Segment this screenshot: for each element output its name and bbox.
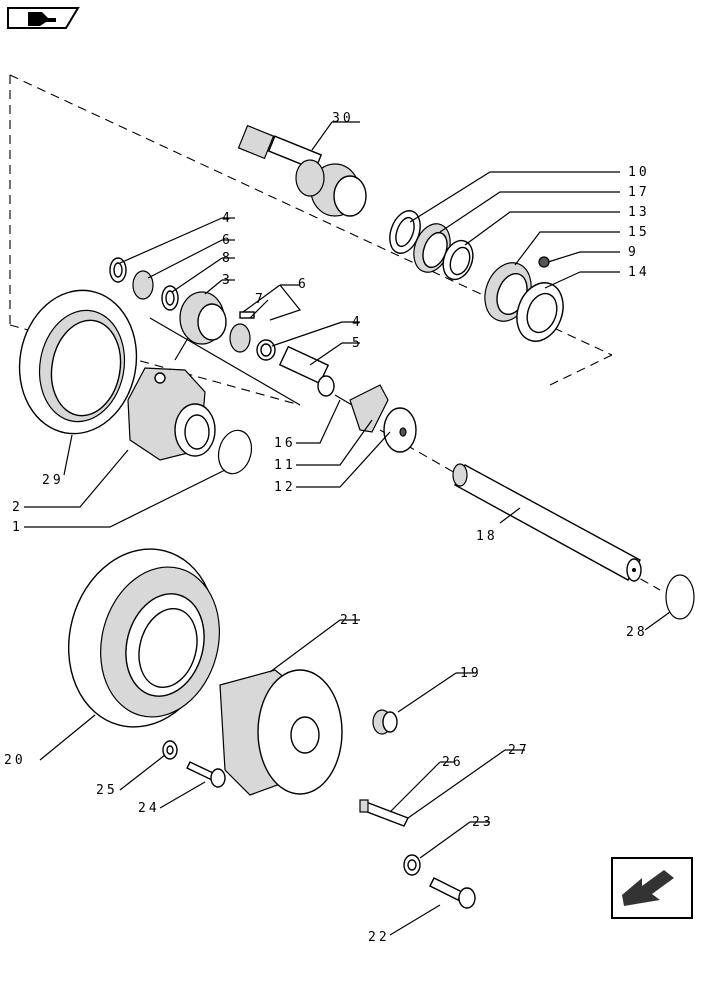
previous-page-arrow-icon[interactable]	[611, 857, 693, 919]
label-10: 10	[628, 165, 650, 180]
washer-23[interactable]	[403, 854, 421, 876]
label-1: 1	[12, 520, 23, 535]
wheel-hub-20[interactable]	[49, 532, 236, 743]
label-5: 5	[352, 336, 363, 351]
label-24: 24	[138, 801, 160, 816]
label-28: 28	[626, 625, 648, 640]
label-29: 29	[42, 473, 64, 488]
label-15: 15	[628, 225, 650, 240]
output-shaft-18[interactable]	[452, 463, 642, 582]
label-17: 17	[628, 185, 650, 200]
book-arrow-icon[interactable]	[7, 7, 80, 29]
leader-lines	[24, 121, 671, 936]
label-18: 18	[476, 529, 498, 544]
label-2: 2	[12, 500, 23, 515]
label-7: 7	[255, 292, 266, 307]
label-12: 12	[274, 480, 296, 495]
label-26: 26	[442, 755, 464, 770]
label-23: 23	[472, 815, 494, 830]
label-6b: 6	[298, 277, 309, 292]
label-8: 8	[222, 251, 233, 266]
bolt-22[interactable]	[429, 877, 476, 909]
label-30: 30	[332, 111, 354, 126]
label-4a: 4	[222, 211, 233, 226]
label-21: 21	[340, 613, 362, 628]
label-11: 11	[274, 458, 296, 473]
planet-gear-parts[interactable]	[109, 257, 276, 361]
retaining-ring-28[interactable]	[665, 574, 695, 620]
label-13: 13	[628, 205, 650, 220]
ring-gear-29[interactable]	[8, 281, 147, 443]
ring-group-10-17-13[interactable]	[384, 207, 478, 284]
key-26[interactable]	[359, 799, 409, 827]
label-3: 3	[222, 273, 233, 288]
label-16: 16	[274, 436, 296, 451]
label-25: 25	[96, 783, 118, 798]
bolt-24[interactable]	[186, 761, 226, 788]
label-9: 9	[628, 245, 639, 260]
label-22: 22	[368, 930, 390, 945]
snap-ring-1[interactable]	[214, 427, 256, 478]
label-20: 20	[4, 753, 26, 768]
label-4b: 4	[352, 315, 363, 330]
label-14: 14	[628, 265, 650, 280]
part-labels: 30 4 6 8 3 7 6 4 5 10 17 13 15 9 14 16 1…	[4, 111, 650, 945]
label-6a: 6	[222, 233, 233, 248]
splined-shaft-gear-30[interactable]	[237, 124, 367, 217]
flange-hub-21[interactable]	[219, 669, 343, 796]
label-19: 19	[460, 666, 482, 681]
bearing-seal-15-9-14[interactable]	[477, 256, 571, 347]
washer-25[interactable]	[162, 740, 178, 760]
label-27: 27	[508, 743, 530, 758]
lever-arm-16-11-12[interactable]	[334, 384, 417, 453]
pin-5[interactable]	[278, 345, 335, 397]
planet-carrier-2[interactable]	[127, 367, 216, 461]
bushing-19[interactable]	[372, 709, 398, 735]
